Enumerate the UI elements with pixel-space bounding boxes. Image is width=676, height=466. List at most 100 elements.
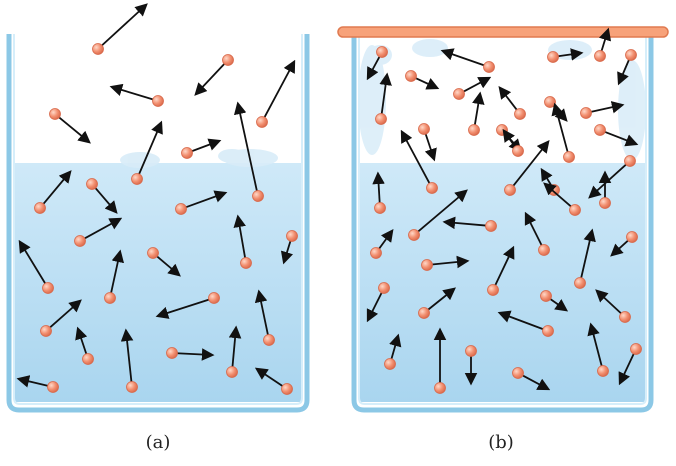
molecule xyxy=(175,190,228,215)
molecule-ball xyxy=(514,108,526,120)
molecule xyxy=(551,102,575,163)
molecule-ball xyxy=(468,124,480,136)
molecule xyxy=(498,86,526,120)
molecule xyxy=(366,46,388,81)
molecule-ball xyxy=(256,116,268,128)
velocity-arrow xyxy=(176,348,215,361)
molecule-ball xyxy=(624,155,636,167)
molecule-ball xyxy=(405,70,417,82)
molecule xyxy=(617,49,637,86)
lid-b xyxy=(337,26,669,38)
molecule-ball xyxy=(374,202,386,214)
molecule xyxy=(453,76,492,100)
molecule xyxy=(497,310,554,337)
molecule-ball xyxy=(92,43,104,55)
molecule xyxy=(433,327,447,394)
velocity-arrow xyxy=(233,214,247,259)
velocity-arrow xyxy=(618,353,635,386)
molecule xyxy=(40,299,82,337)
molecule-ball xyxy=(487,284,499,296)
molecule-ball xyxy=(408,229,420,241)
velocity-arrow xyxy=(58,116,91,144)
molecule-ball xyxy=(222,54,234,66)
velocity-arrow xyxy=(494,245,515,286)
molecule-ball xyxy=(626,231,638,243)
molecule xyxy=(370,228,394,259)
velocity-arrow xyxy=(109,83,154,101)
velocity-arrow xyxy=(587,322,603,367)
molecule xyxy=(18,239,54,294)
molecules-layer xyxy=(16,3,642,395)
molecule xyxy=(86,178,118,214)
molecule-ball xyxy=(580,107,592,119)
velocity-arrow xyxy=(431,255,470,269)
molecule-ball xyxy=(82,353,94,365)
velocity-arrow xyxy=(120,328,134,383)
liquid-a xyxy=(14,163,301,402)
molecule xyxy=(487,245,515,296)
molecule xyxy=(595,289,631,323)
molecule xyxy=(594,124,639,147)
molecule xyxy=(400,129,438,194)
molecule-ball xyxy=(226,366,238,378)
molecule-ball xyxy=(376,46,388,58)
molecule-ball xyxy=(619,311,631,323)
molecule xyxy=(418,287,456,319)
velocity-arrow xyxy=(389,333,402,360)
velocity-arrow xyxy=(440,48,485,67)
velocity-arrow xyxy=(94,187,118,214)
molecule xyxy=(464,345,478,386)
molecule-ball xyxy=(166,347,178,359)
molecule xyxy=(502,128,524,157)
molecule-ball xyxy=(594,124,606,136)
molecule xyxy=(226,325,242,378)
molecule-ball xyxy=(152,95,164,107)
molecule xyxy=(421,255,470,271)
molecule-ball xyxy=(42,282,54,294)
molecule-ball xyxy=(512,145,524,157)
velocity-arrow xyxy=(228,325,242,368)
velocity-arrow xyxy=(604,130,639,147)
molecule-ball xyxy=(483,61,495,73)
molecule-ball xyxy=(131,173,143,185)
velocity-arrow xyxy=(83,217,123,240)
molecule-ball xyxy=(263,334,275,346)
velocity-arrow xyxy=(372,171,385,204)
molecule-ball xyxy=(485,220,497,232)
velocity-arrow xyxy=(156,255,181,277)
molecule xyxy=(504,140,550,196)
molecule xyxy=(16,375,59,393)
velocity-arrow xyxy=(138,120,163,175)
liquid-b xyxy=(360,163,646,402)
velocity-arrow xyxy=(590,101,625,114)
velocity-arrow xyxy=(400,129,431,185)
molecule xyxy=(512,367,551,391)
molecule-ball xyxy=(594,50,606,62)
panel-b-caption: (b) xyxy=(488,432,514,453)
velocity-arrow xyxy=(18,239,47,285)
molecule-ball xyxy=(147,247,159,259)
molecule xyxy=(254,367,293,395)
molecule xyxy=(442,216,497,232)
molecule xyxy=(280,230,298,265)
velocity-arrow xyxy=(16,375,49,388)
velocity-arrow xyxy=(442,216,487,230)
molecule-ball xyxy=(375,113,387,125)
molecule-ball xyxy=(49,108,61,120)
molecule-ball xyxy=(538,244,550,256)
velocity-arrow xyxy=(263,59,296,119)
velocity-arrow xyxy=(472,91,485,126)
container-a xyxy=(6,34,310,413)
molecule-ball xyxy=(597,365,609,377)
molecule-ball xyxy=(384,358,396,370)
molecule-ball xyxy=(630,343,642,355)
velocity-arrow xyxy=(512,140,550,187)
molecule xyxy=(440,48,495,73)
molecule-ball xyxy=(104,292,116,304)
molecule xyxy=(104,249,125,304)
molecule xyxy=(543,182,581,216)
molecule xyxy=(194,54,234,96)
molecule xyxy=(547,48,584,63)
velocity-arrow xyxy=(549,298,569,312)
velocity-arrow xyxy=(543,182,572,208)
